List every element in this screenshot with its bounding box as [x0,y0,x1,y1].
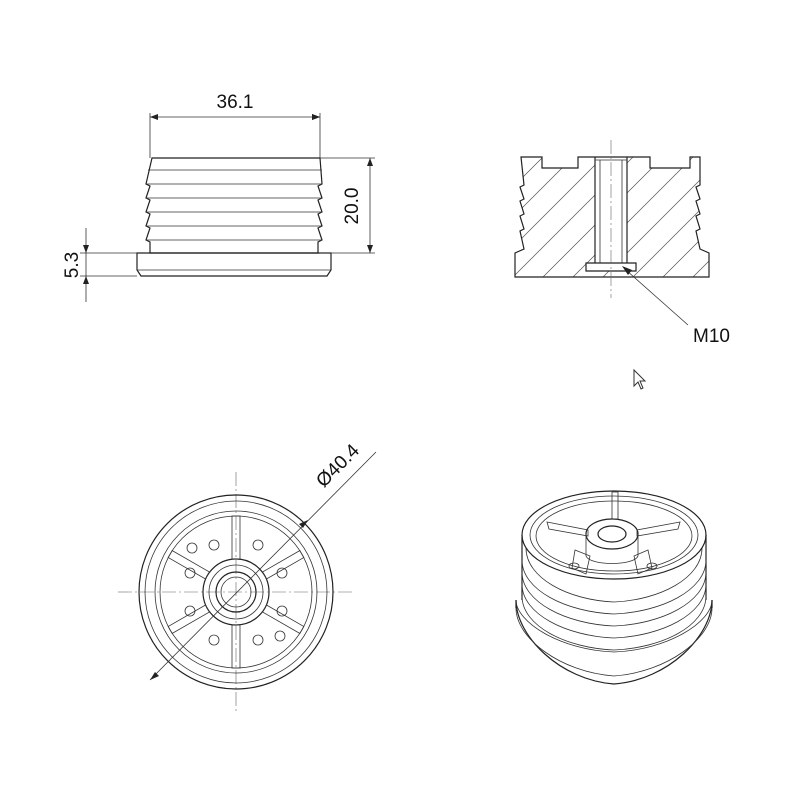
side-flange [136,252,332,277]
top-view: Ø40.4 [118,440,377,712]
iso-flange [515,599,713,685]
outer-rim [138,494,334,690]
section-view: M10 [514,140,730,347]
section-outline [514,156,710,278]
side-view: 36.1 20.0 5.3 [62,92,375,302]
flange-dimension-label: 5.3 [62,252,83,278]
side-body [145,157,323,254]
thread-label: M10 [693,326,730,347]
height-dimension-label: 20.0 [342,188,363,225]
mouse-pointer-icon [633,368,647,390]
width-dimension-label: 36.1 [217,92,254,113]
isometric-view [515,490,713,685]
iso-top-rim [521,490,707,580]
diameter-dimension-label: Ø40.4 [312,440,364,492]
small-holes [184,539,288,646]
ribs [167,515,305,669]
